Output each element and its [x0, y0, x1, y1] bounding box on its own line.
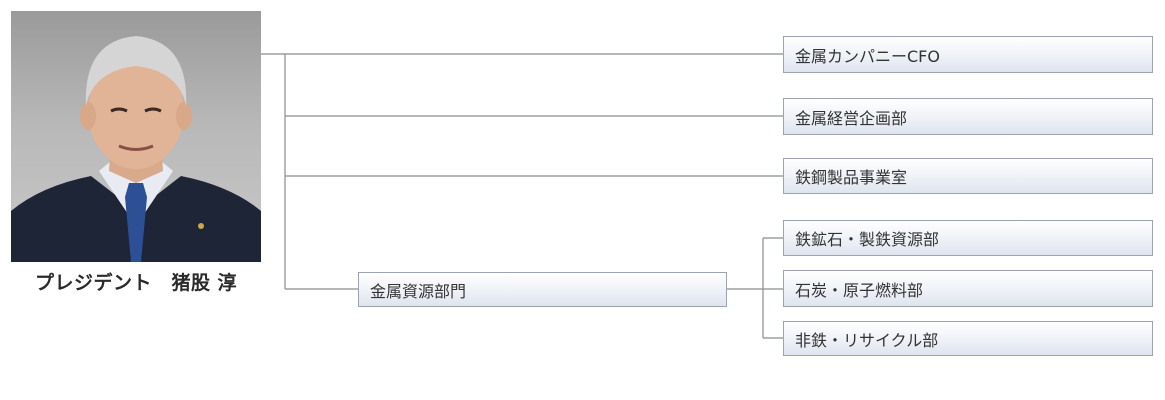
unit-box-steel-products[interactable]: 鉄鋼製品事業室: [783, 158, 1153, 194]
unit-box-planning[interactable]: 金属経営企画部: [783, 98, 1153, 135]
president-portrait-image: [11, 36, 261, 262]
president-caption: プレジデント 猪股 淳: [34, 272, 238, 294]
subunit-box-iron-ore[interactable]: 鉄鉱石・製鉄資源部: [783, 220, 1153, 256]
subunit-box-coal-nuclear[interactable]: 石炭・原子燃料部: [783, 270, 1153, 307]
president-photo: [11, 11, 261, 262]
unit-box-cfo[interactable]: 金属カンパニーCFO: [783, 36, 1153, 73]
subunit-box-nonferrous-recycle[interactable]: 非鉄・リサイクル部: [783, 321, 1153, 356]
division-box-metal-resources[interactable]: 金属資源部門: [358, 272, 727, 307]
